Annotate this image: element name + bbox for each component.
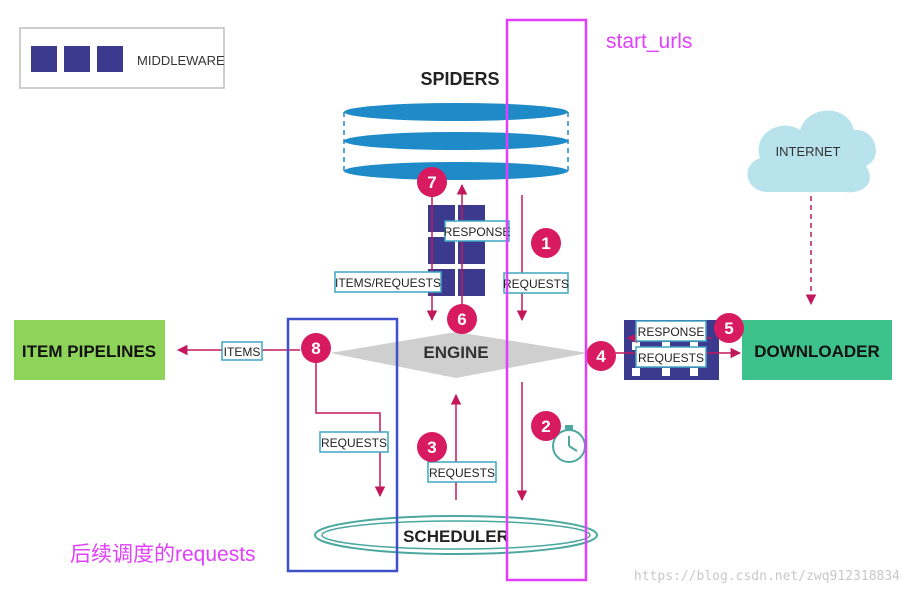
svg-text:REQUESTS: REQUESTS — [429, 466, 495, 480]
internet-cloud — [747, 110, 876, 193]
edge-label-requests-3: REQUESTS — [427, 461, 497, 483]
later-requests-annotation: 后续调度的requests — [70, 543, 256, 566]
svg-text:2: 2 — [541, 417, 550, 436]
edge-label-response-downloader: RESPONSE — [635, 320, 707, 342]
start-urls-annotation: start_urls — [606, 30, 692, 53]
engine-shape — [330, 332, 588, 378]
step-badge-6: 6 — [447, 304, 477, 334]
svg-text:RESPONSE: RESPONSE — [638, 325, 705, 339]
edge-label-response-spider: RESPONSE — [444, 220, 511, 242]
internet-label: INTERNET — [776, 144, 841, 159]
svg-text:1: 1 — [541, 234, 550, 253]
item-pipelines-box — [14, 320, 165, 380]
item-pipelines-label: ITEM PIPELINES — [22, 342, 156, 361]
svg-text:3: 3 — [427, 438, 436, 457]
svg-text:REQUESTS: REQUESTS — [321, 436, 387, 450]
edge-label-requests-8: REQUESTS — [319, 431, 389, 453]
edge-label-requests-downloader: REQUESTS — [635, 346, 707, 368]
engine-label: ENGINE — [423, 343, 488, 362]
arrow-requests-to-scheduler — [315, 362, 386, 498]
step-badge-8: 8 — [301, 333, 331, 363]
svg-text:REQUESTS: REQUESTS — [638, 351, 704, 365]
svg-text:REQUESTS: REQUESTS — [503, 277, 569, 291]
step-badge-7: 7 — [417, 167, 447, 197]
svg-text:ITEMS/REQUESTS: ITEMS/REQUESTS — [335, 276, 441, 290]
edge-label-items: ITEMS — [221, 341, 263, 361]
svg-text:ITEMS: ITEMS — [224, 345, 261, 359]
downloader-box — [742, 320, 892, 380]
scheduler-ring — [314, 515, 598, 555]
step-badge-3: 3 — [417, 432, 447, 462]
middleware-swatch — [31, 46, 57, 72]
middleware-swatch — [64, 46, 90, 72]
middleware-legend: MIDDLEWARE — [19, 27, 225, 89]
scheduler-label: SCHEDULER — [403, 527, 509, 546]
clock-icon — [552, 425, 586, 463]
svg-text:8: 8 — [311, 339, 320, 358]
svg-text:6: 6 — [457, 310, 466, 329]
svg-text:7: 7 — [427, 173, 436, 192]
svg-text:RESPONSE: RESPONSE — [444, 225, 511, 239]
svg-text:5: 5 — [724, 319, 733, 338]
middleware-swatch — [97, 46, 123, 72]
spiders-label: SPIDERS — [420, 69, 499, 89]
svg-text:4: 4 — [596, 347, 606, 366]
watermark: https://blog.csdn.net/zwq912318834 — [634, 569, 900, 584]
later-requests-highlight-box — [286, 317, 399, 573]
edge-label-items-requests: ITEMS/REQUESTS — [334, 271, 442, 293]
step-badge-5: 5 — [714, 313, 744, 343]
edge-label-requests-1: REQUESTS — [503, 272, 569, 294]
start-urls-highlight-box — [505, 18, 588, 582]
step-badge-1: 1 — [531, 228, 561, 258]
spiders-stack — [343, 103, 569, 180]
legend-label: MIDDLEWARE — [137, 53, 225, 68]
step-badge-4: 4 — [586, 341, 616, 371]
downloader-label: DOWNLOADER — [754, 342, 880, 361]
step-badge-2: 2 — [531, 411, 561, 441]
